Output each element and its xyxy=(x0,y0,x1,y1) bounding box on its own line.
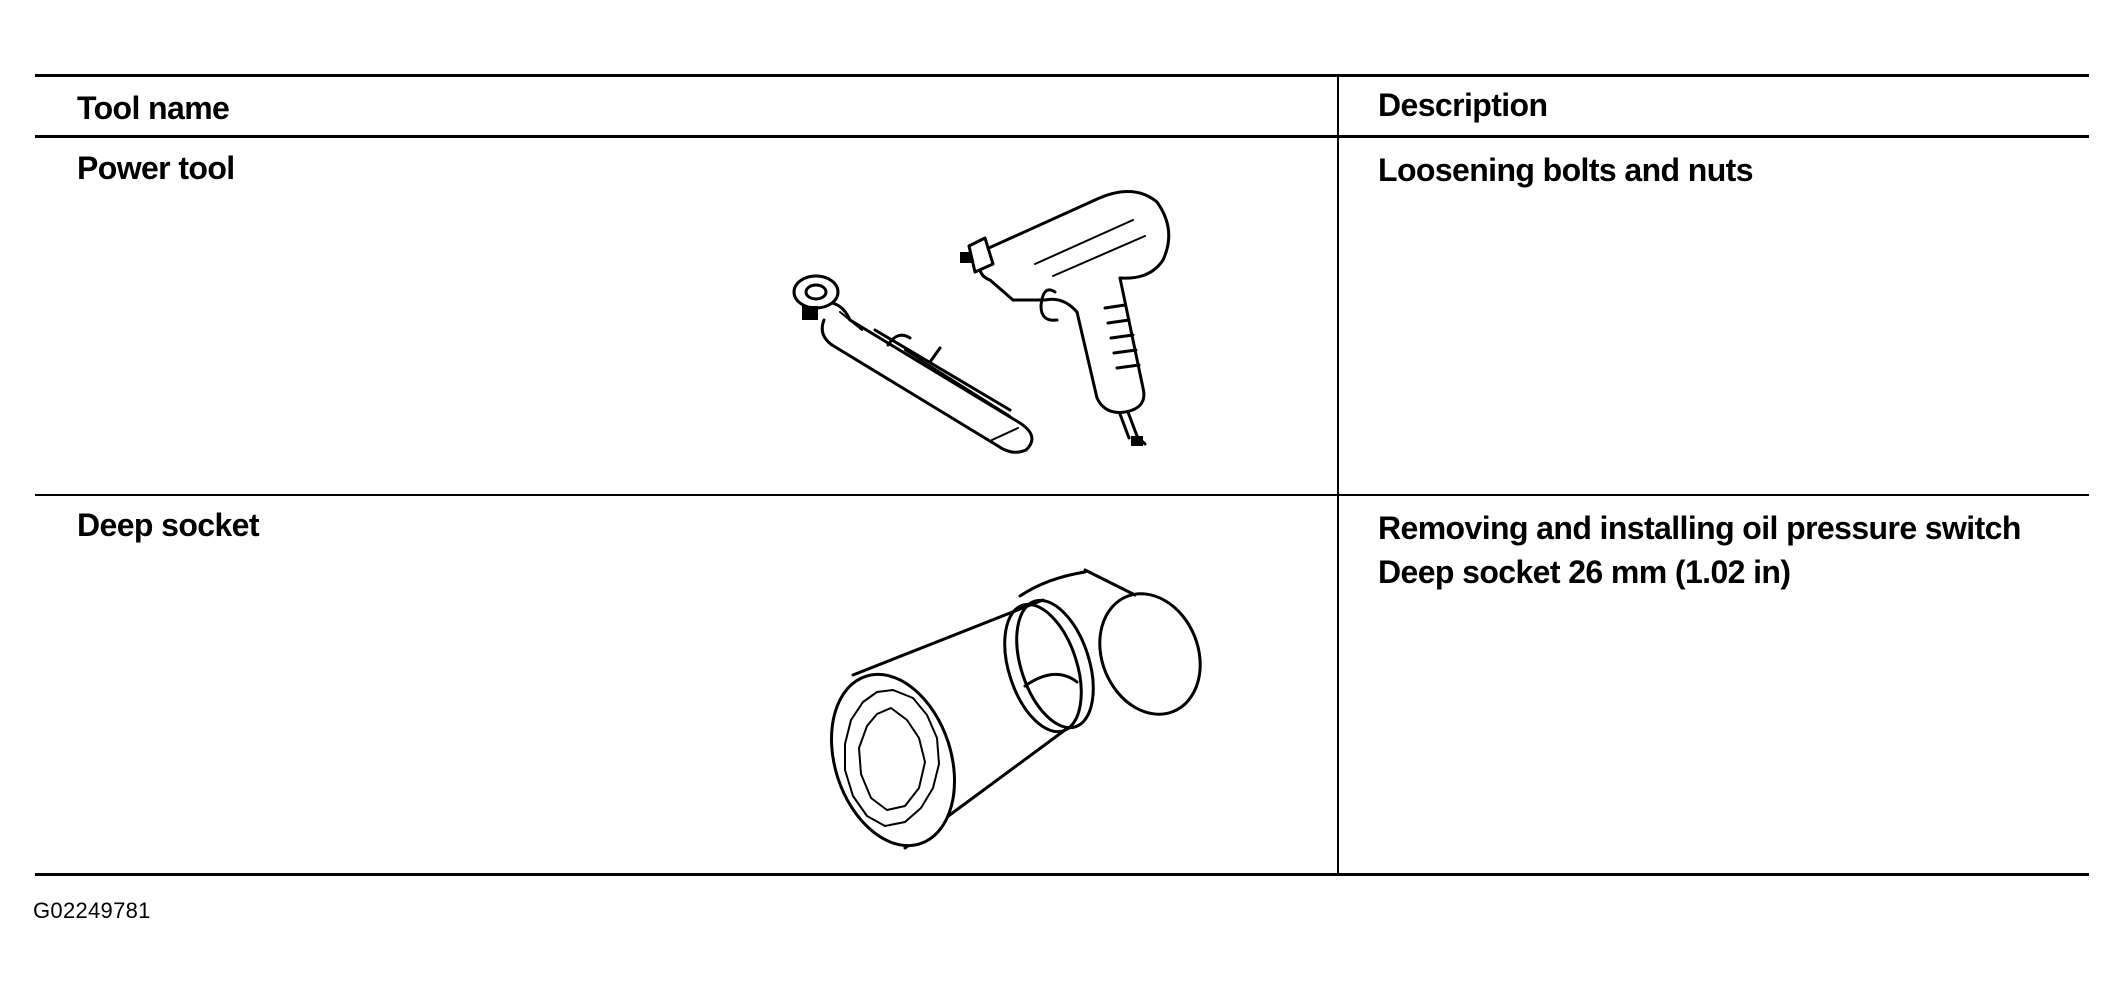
tool-name-deep-socket: Deep socket xyxy=(77,507,260,543)
description-power-tool: Loosening bolts and nuts xyxy=(1378,152,1754,188)
table-bottom-rule xyxy=(35,873,2089,876)
description-deep-socket-line-2: Deep socket 26 mm (1.02 in) xyxy=(1378,554,1791,590)
impact-wrench-illustration xyxy=(945,180,1230,450)
air-ratchet-illustration xyxy=(780,250,1060,460)
header-bottom-rule xyxy=(35,135,2089,138)
table-top-rule xyxy=(35,74,2089,77)
figure-id: G02249781 xyxy=(33,898,151,923)
row-divider xyxy=(35,494,2089,496)
deep-socket-illustration xyxy=(815,560,1215,880)
header-tool-name: Tool name xyxy=(77,90,230,126)
tool-name-power-tool: Power tool xyxy=(77,150,235,186)
header-description: Description xyxy=(1378,87,1548,123)
description-deep-socket-line-1: Removing and installing oil pressure swi… xyxy=(1378,510,2021,546)
column-divider xyxy=(1337,74,1339,876)
